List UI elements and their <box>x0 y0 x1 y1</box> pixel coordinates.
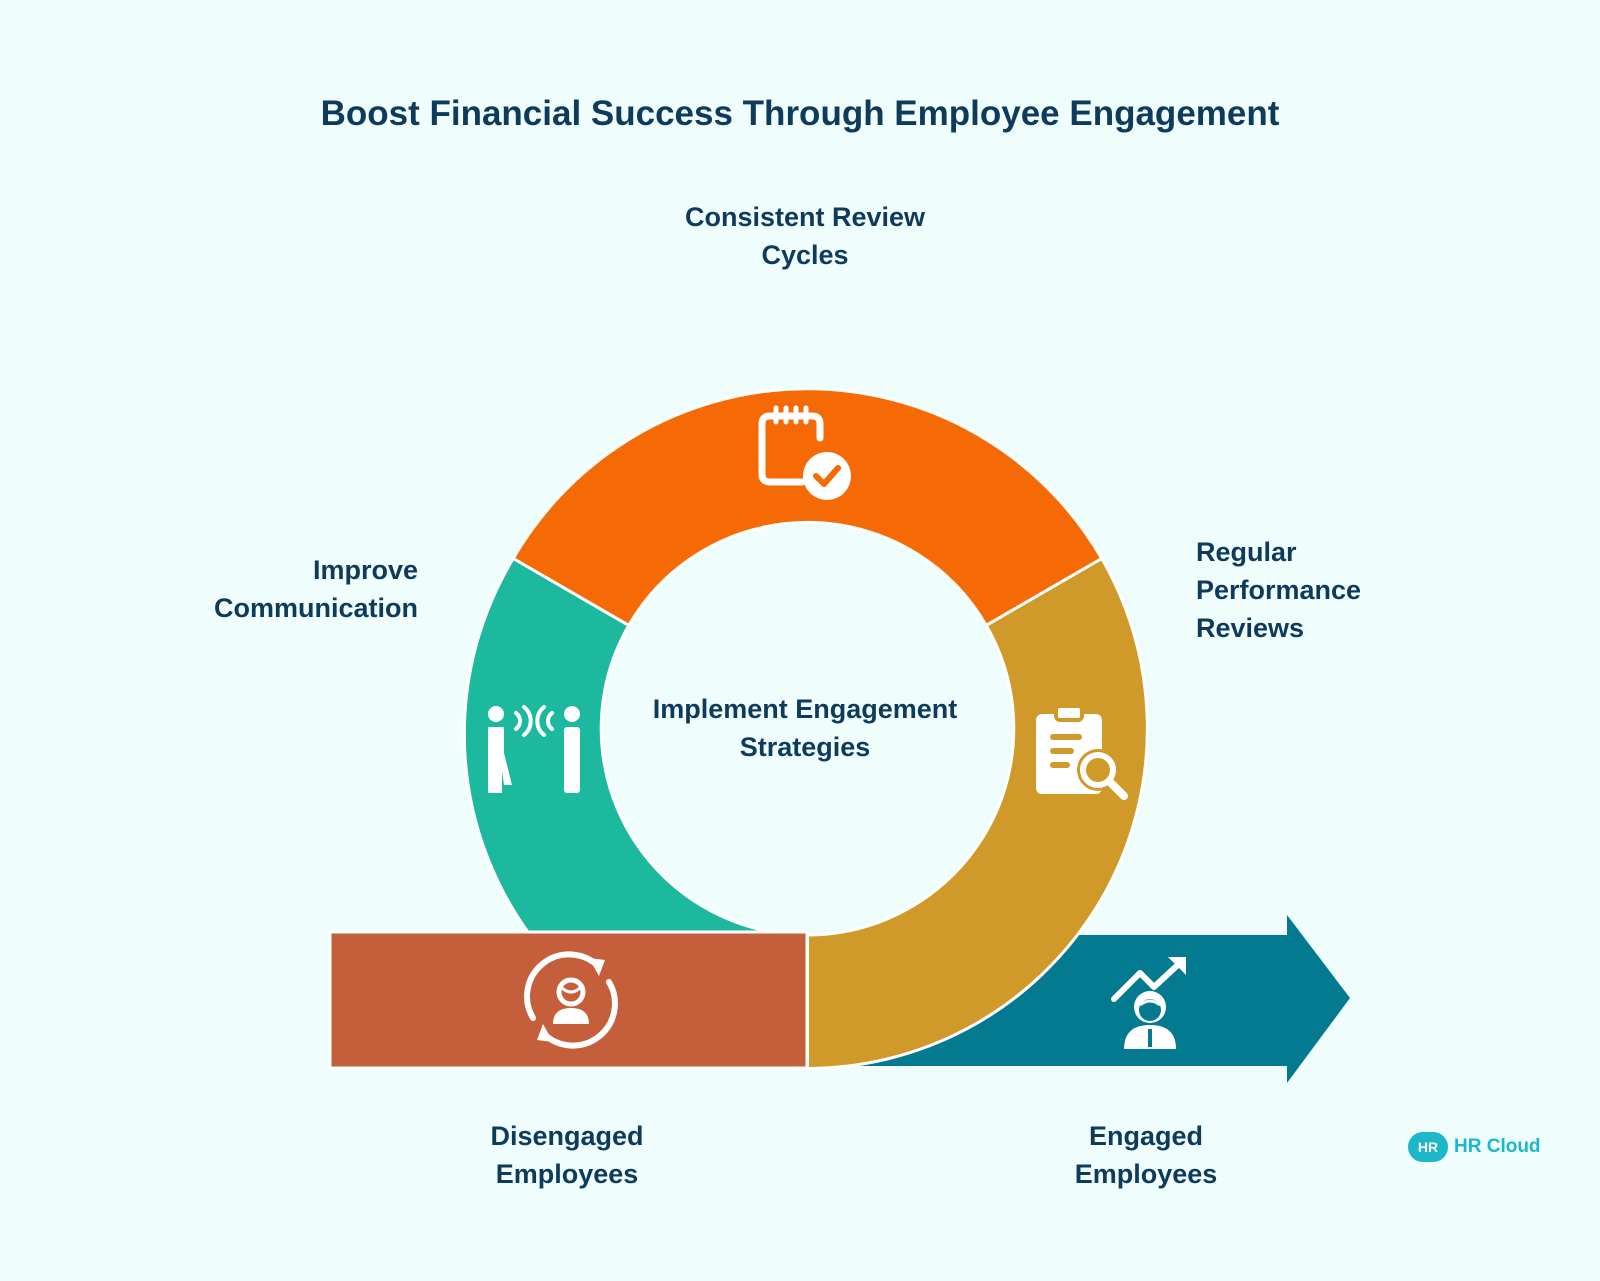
label-disengaged-employees: Disengaged Employees <box>490 1121 644 1189</box>
person-growth-icon <box>1111 957 1186 1049</box>
calendar-check-icon <box>758 405 851 500</box>
segment-improve-communication <box>462 556 808 937</box>
page-title: Boost Financial Success Through Employee… <box>320 94 1280 133</box>
label-consistent-review-cycles: Consistent Review Cycles <box>684 202 926 270</box>
label-improve-communication: Improve Communication <box>213 555 418 623</box>
hr-cloud-logo: HR HR Cloud <box>1408 1132 1541 1162</box>
logo-badge: HR <box>1408 1132 1448 1162</box>
center-label: Implement Engagement Strategies <box>652 694 958 762</box>
person-cycle-icon <box>524 951 618 1049</box>
label-engaged-employees: Engaged Employees <box>1074 1121 1218 1189</box>
segment-consistent-review-cycles <box>511 387 1104 628</box>
label-regular-performance-reviews: Regular Performance Reviews <box>1196 537 1362 643</box>
logo-name: HR Cloud <box>1454 1136 1541 1157</box>
segment-regular-performance-reviews <box>806 556 1149 1071</box>
clipboard-search-icon <box>1036 704 1128 800</box>
people-talking-icon <box>488 705 580 793</box>
